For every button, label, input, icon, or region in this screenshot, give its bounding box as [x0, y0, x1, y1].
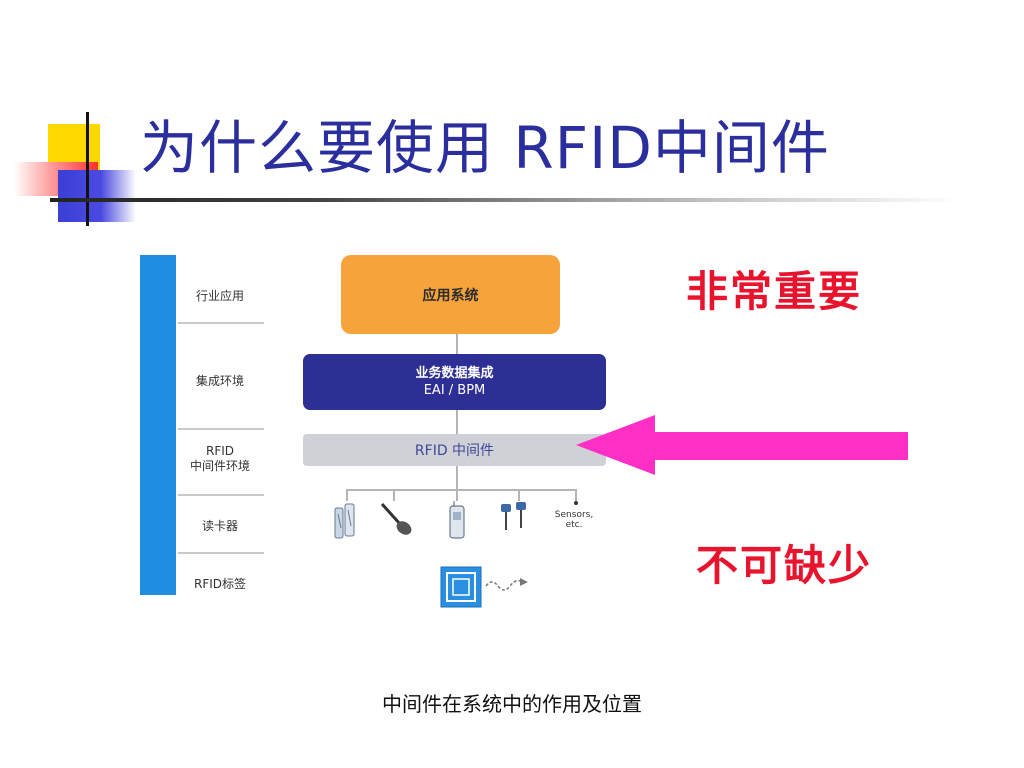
layer-label-industry-app: 行业应用	[195, 289, 244, 303]
emphasis-very-important: 非常重要	[686, 267, 863, 316]
layer-label-integration: 集成环境	[195, 374, 244, 388]
title-deco-blue-square	[58, 170, 136, 222]
application-system-box: 应用系统	[341, 255, 560, 334]
layer-label-reader: 读卡器	[201, 519, 238, 533]
connector-app-eai	[456, 334, 458, 354]
slide-title: 为什么要使用 RFID中间件	[140, 114, 830, 182]
layer-label-rfid-tag: RFID标签	[193, 577, 247, 591]
antenna-reader-icon	[501, 502, 526, 530]
layer-separator	[178, 428, 264, 430]
title-underline	[50, 198, 960, 202]
eai-bpm-label: EAI / BPM	[423, 383, 486, 398]
mobile-reader-icon	[449, 501, 465, 539]
layer-separator	[178, 552, 264, 554]
reader-drop-line	[518, 489, 520, 501]
reader-drop-line	[575, 489, 577, 501]
wand-reader-icon	[380, 502, 412, 535]
emphasis-arrow-icon	[576, 415, 908, 475]
sensor-icon	[574, 501, 578, 505]
title-deco-vertical-line	[86, 112, 89, 226]
data-integration-box: 业务数据集成 EAI / BPM	[303, 354, 606, 410]
data-integration-label: 业务数据集成	[415, 366, 494, 381]
rfid-middleware-box: RFID 中间件	[303, 434, 606, 466]
rfid-tag-icon	[440, 566, 528, 608]
reader-drop-line	[346, 489, 348, 501]
figure-caption: 中间件在系统中的作用及位置	[382, 692, 642, 716]
sensors-label: Sensors, etc.	[554, 510, 594, 530]
connector-eai-middleware	[456, 410, 458, 434]
emphasis-indispensable: 不可缺少	[696, 541, 873, 590]
reader-drop-line	[456, 489, 458, 501]
handheld-reader-icon	[334, 503, 355, 539]
reader-bus-line	[346, 489, 576, 491]
layer-separator	[178, 494, 264, 496]
layer-side-bar	[140, 255, 176, 595]
layer-label-middleware-env: RFID 中间件环境	[189, 444, 250, 473]
reader-drop-line	[393, 489, 395, 501]
connector-middleware-bus	[456, 466, 458, 490]
layer-separator	[178, 322, 264, 324]
